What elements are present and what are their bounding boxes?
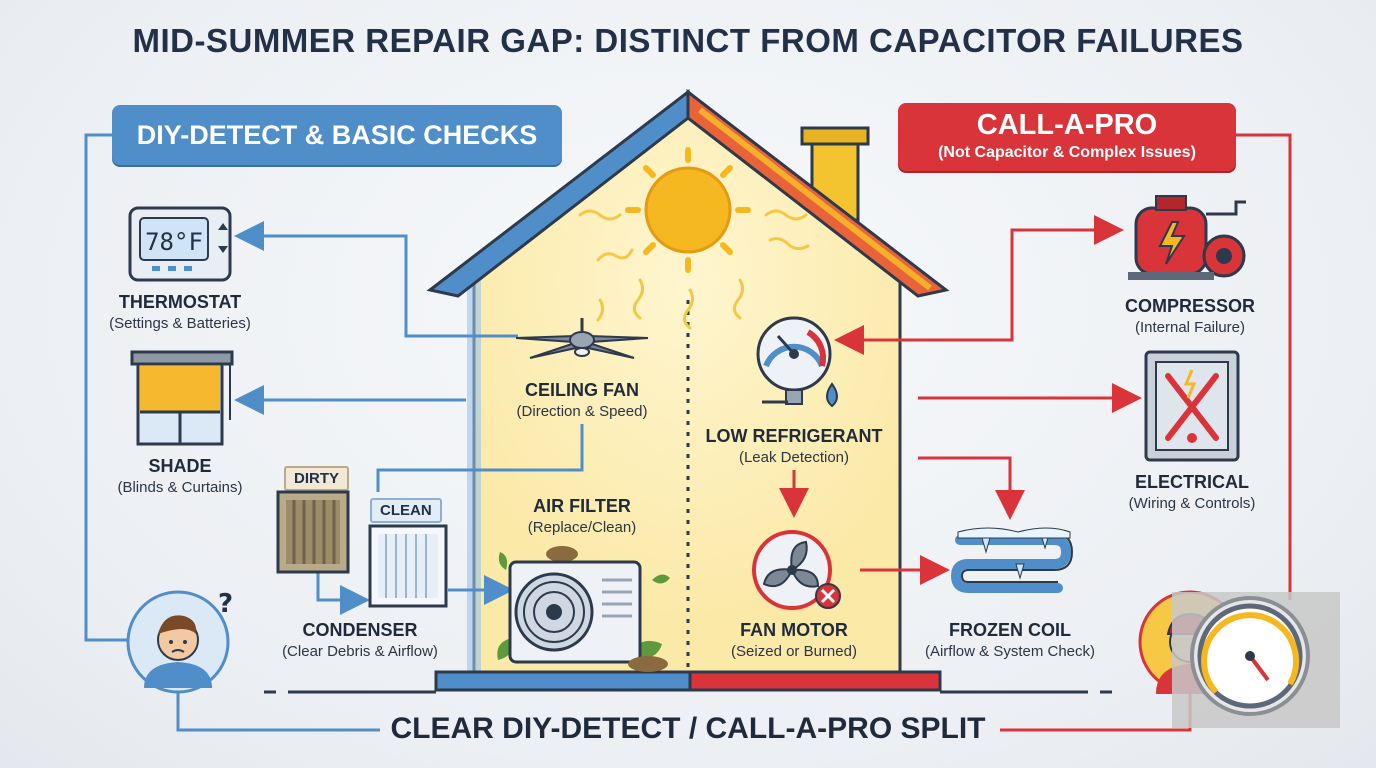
thermostat-label: THERMOSTAT (Settings & Batteries) <box>109 292 251 332</box>
window-shade-icon <box>130 350 234 446</box>
homeowner-avatar: ? <box>126 589 233 694</box>
diy-frame-line <box>84 133 128 642</box>
pro-connectors <box>779 215 1142 585</box>
sun-icon <box>578 147 810 330</box>
clean-tag: CLEAN <box>370 498 442 523</box>
pro-banner-title: CALL-A-PRO <box>976 109 1158 141</box>
electrical-label: ELECTRICAL (Wiring & Controls) <box>1128 472 1256 512</box>
diy-banner: DIY-DETECT & BASIC CHECKS <box>112 105 562 165</box>
electrical-panel-icon <box>1144 350 1240 462</box>
svg-text:?: ? <box>218 589 233 619</box>
condenser-unit-icon <box>497 546 670 672</box>
thermostat-icon: 78°F <box>128 206 232 282</box>
technician-avatar <box>1138 590 1340 728</box>
compressor-icon <box>1128 195 1246 280</box>
frozen-coil-icon <box>950 527 1074 593</box>
thermostat-display: 78°F <box>145 228 203 256</box>
frozen-coil-label: FROZEN COIL (Airflow & System Check) <box>924 620 1096 660</box>
ceiling-fan-label: CEILING FAN (Direction & Speed) <box>516 380 648 420</box>
clean-filter-icon <box>368 524 448 608</box>
diy-connectors <box>234 221 584 615</box>
shade-label: SHADE (Blinds & Curtains) <box>117 456 243 496</box>
dirty-filter-icon <box>276 490 350 574</box>
dirty-tag: DIRTY <box>284 466 349 491</box>
diy-bottom-line <box>176 680 380 732</box>
low-refrigerant-label: LOW REFRIGERANT (Leak Detection) <box>705 426 883 466</box>
pro-banner-subtitle: (Not Capacitor & Complex Issues) <box>938 144 1196 161</box>
condenser-label: CONDENSER (Clear Debris & Airflow) <box>282 620 438 660</box>
air-filter-label: AIR FILTER (Replace/Clean) <box>527 496 637 536</box>
page-title: MID-SUMMER REPAIR GAP: DISTINCT FROM CAP… <box>132 22 1244 59</box>
pro-frame-line <box>1236 133 1292 600</box>
compressor-label: COMPRESSOR (Internal Failure) <box>1124 296 1256 336</box>
pro-banner: CALL-A-PRO (Not Capacitor & Complex Issu… <box>898 103 1236 171</box>
fan-motor-label: FAN MOTOR (Seized or Burned) <box>731 620 857 660</box>
fan-motor-icon <box>752 530 841 610</box>
split-caption: CLEAR DIY-DETECT / CALL-A-PRO SPLIT <box>390 712 986 745</box>
pressure-gauge-icon <box>756 316 838 408</box>
ceiling-fan-icon <box>515 318 649 359</box>
